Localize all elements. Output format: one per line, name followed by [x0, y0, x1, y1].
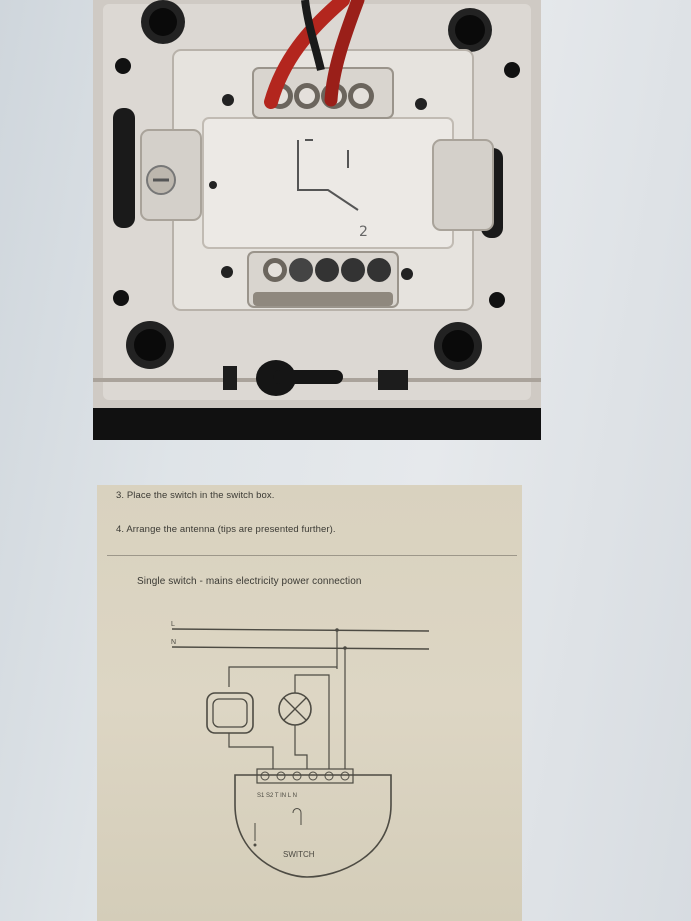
instruction-step-3: 3. Place the switch in the switch box. — [116, 490, 275, 501]
line-l-wire — [171, 628, 430, 632]
line-n-wire — [171, 646, 430, 650]
label-n: N — [171, 639, 176, 646]
label-l: L — [171, 621, 175, 628]
switch-box-photo: 2 — [93, 0, 541, 440]
svg-text:2: 2 — [359, 224, 368, 240]
terminal-labels: S1 S2 T IN L N — [257, 793, 297, 799]
terminal-block — [256, 768, 354, 784]
wall-switch-symbol — [206, 692, 254, 734]
switch-mechanism-illustration: 2 — [93, 0, 541, 440]
manual-page: 3. Place the switch in the switch box. 4… — [97, 485, 522, 921]
switch-module-outline — [234, 774, 392, 878]
wiring-diagram: L N — [171, 621, 430, 878]
section-divider — [107, 555, 517, 556]
instruction-step-4: 4. Arrange the antenna (tips are present… — [116, 524, 336, 535]
diagram-title: Single switch - mains electricity power … — [137, 576, 362, 587]
module-label: SWITCH — [283, 850, 315, 859]
